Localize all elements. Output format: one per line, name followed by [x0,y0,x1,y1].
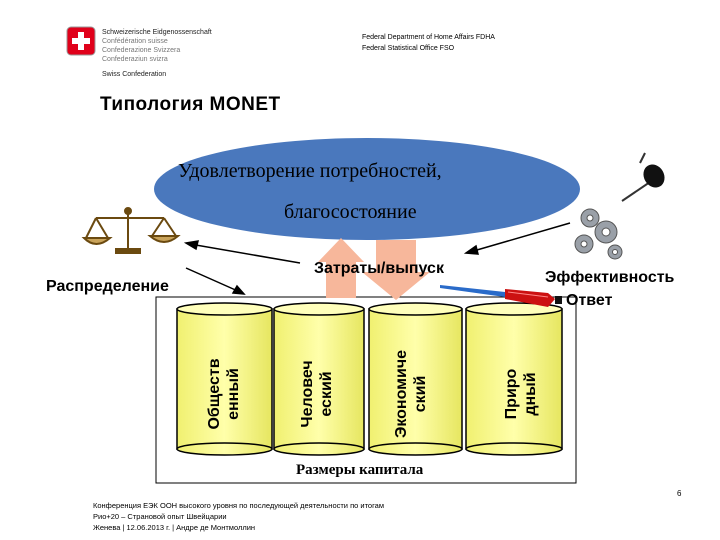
efficiency-arrow [463,222,571,255]
cylinder-label-natural: Приро дный [502,334,542,454]
wellbeing-ellipse [154,138,580,240]
department-info: Federal Department of Home Affairs FDHA … [362,32,495,54]
cylinder-natural [465,302,563,456]
confederation-line: Confederaziun svizra [102,56,168,63]
efficiency-label: Эффективность [545,269,675,286]
response-label: Ответ [566,292,613,309]
cylinder-label-economic: Экономиче ский [392,329,432,459]
page-title: Типология MONET [100,94,281,115]
cylinder-label-line: енный [225,368,242,420]
down-arrow [362,240,430,300]
cylinder-social [176,302,273,456]
oil-can-icon [621,152,665,202]
capital-size-label: Размеры капитала [296,462,424,478]
confederation-line: Confederazione Svizzera [102,47,181,54]
cylinder-label-line: дный [522,372,539,416]
screwdriver-icon [440,285,562,307]
cylinder-label-social: Обществ енный [205,334,245,454]
gears-icon [574,208,623,260]
wellbeing-label-line2: благосостояние [284,201,417,223]
cylinder-economic [368,302,463,456]
swiss-flag-logo [66,26,96,56]
page-number: 6 [677,489,682,498]
costs-output-label: Затраты/выпуск [314,260,444,277]
cylinder-label-line: ский [412,375,429,413]
cylinder-label-human: Человеч еский [298,334,338,454]
cylinder-label-line: Человеч [299,360,316,428]
confederation-line: Confédération suisse [102,38,168,45]
cylinder-label-line: еский [318,371,335,417]
department-label: Federal Department of Home Affairs FDHA [362,34,495,41]
up-arrow [318,238,364,298]
confederation-line: Schweizerische Eidgenossenschaft [102,29,212,36]
distribution-label: Распределение [46,278,169,295]
cylinder-label-line: Приро [503,368,520,420]
scales-icon [81,207,181,254]
wellbeing-label-line1: Удовлетворение потребностей, [178,160,442,182]
distribution-arrows [183,240,301,295]
confederation-names: Schweizerische Eidgenossenschaft Confédé… [102,28,252,79]
footer-line: Рио+20 – Страновой опыт Швейцарии [93,512,227,521]
cylinder-label-line: Обществ [206,358,223,430]
footer-line: Конференция ЕЭК ООН высокого уровня по п… [93,501,384,510]
footer-line: Женева | 12.06.2013 г. | Андре де Монтмо… [93,523,256,532]
office-label: Federal Statistical Office FSO [362,45,455,52]
cylinder-label-line: Экономиче [393,349,410,439]
swiss-confederation-label: Swiss Confederation [102,71,167,78]
footer-text: Конференция ЕЭК ООН высокого уровня по п… [93,500,384,533]
cylinder-human [273,302,365,456]
